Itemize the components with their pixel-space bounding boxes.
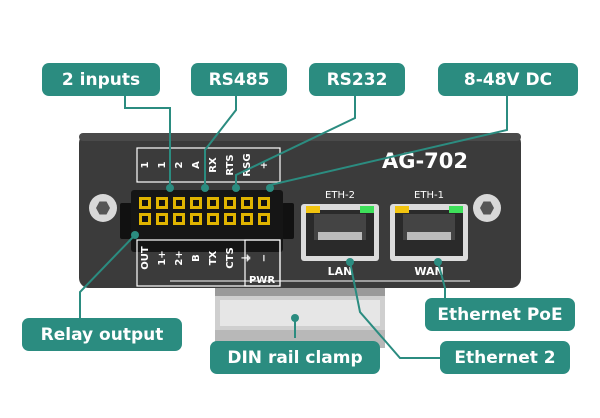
- ethernet-port-eth2: [301, 204, 379, 261]
- din-rail-clamp: [215, 288, 385, 348]
- pin-label-top: 1: [157, 161, 168, 168]
- callout-ethernet-poe: Ethernet PoE: [425, 298, 575, 331]
- pin-label-bottom: TX: [208, 250, 219, 265]
- callout-din-rail-clamp: DIN rail clamp: [210, 341, 380, 374]
- pin-label-bottom: B: [191, 254, 202, 262]
- ethernet-port-eth1: [390, 204, 468, 261]
- callout-relay-output: Relay output: [22, 318, 182, 351]
- lan-label: LAN: [328, 265, 353, 278]
- callout-rs232: RS232: [309, 63, 405, 96]
- callout-rs485: RS485: [191, 63, 287, 96]
- callout-2-inputs: 2 inputs: [42, 63, 160, 96]
- pin-label-top: 2: [174, 161, 185, 168]
- screw-right: [473, 194, 501, 222]
- pin-label-top: RSG: [242, 153, 253, 176]
- model-label: AG-702: [382, 149, 468, 173]
- eth2-label: ETH-2: [325, 190, 355, 201]
- pin-label-top: A: [191, 161, 202, 169]
- pin-label-top: 1: [140, 161, 151, 168]
- callout-power: 8-48V DC: [438, 63, 578, 96]
- pin-label-bottom: ⏚: [241, 253, 253, 263]
- pin-label-bottom: 2+: [174, 250, 185, 265]
- pin-label-bottom: 1+: [157, 250, 168, 265]
- pin-label-top: RTS: [225, 154, 236, 175]
- callout-ethernet-2: Ethernet 2: [440, 341, 570, 374]
- wan-label: WAN: [414, 265, 443, 278]
- pin-label-bottom: −: [259, 254, 270, 262]
- pin-label-top: +: [259, 161, 270, 169]
- eth1-label: ETH-1: [414, 190, 444, 201]
- pin-label-top: RX: [208, 157, 219, 173]
- screw-left: [89, 194, 117, 222]
- pwr-label: PWR: [249, 275, 275, 286]
- pin-label-bottom: CTS: [225, 247, 236, 268]
- pin-label-bottom: OUT: [140, 246, 151, 270]
